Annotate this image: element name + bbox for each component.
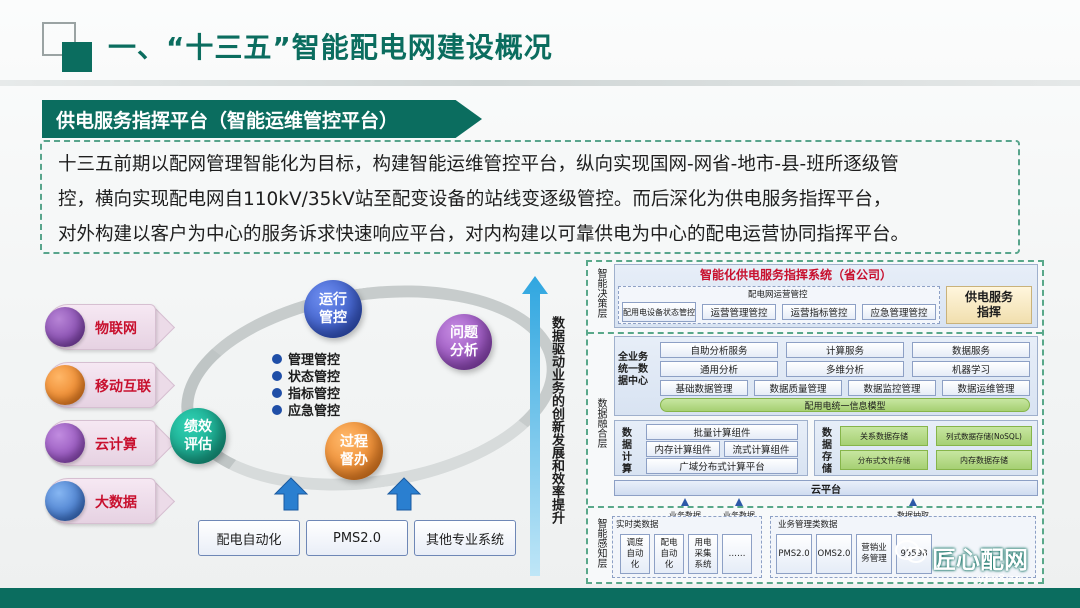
up-arrow-icon <box>386 477 422 511</box>
ops-item: 运营指标管控 <box>782 304 856 320</box>
system-box-other: 其他专业系统 <box>414 520 516 556</box>
intro-line-1: 十三五前期以配网管理智能化为目标，构建智能运维管控平台，纵向实现国网-网省-地市… <box>58 154 899 175</box>
cycle-ring <box>167 262 573 514</box>
ops-item: 运营管理管控 <box>702 304 776 320</box>
compute-cell: 批量计算组件 <box>646 424 798 440</box>
section-banner <box>42 100 482 138</box>
circle-problem: 问题 分析 <box>436 314 492 370</box>
service-cell: 计算服务 <box>786 342 904 358</box>
cloud-platform-bar: 云平台 <box>614 480 1038 496</box>
realtime-item: 用电采集系统 <box>688 534 718 574</box>
layer-separator <box>588 506 1042 508</box>
bullet-dot-icon <box>272 387 282 398</box>
compute-cell: 广域分布式计算平台 <box>646 458 798 474</box>
storage-cell: 分布式文件存储 <box>840 450 928 470</box>
section-banner-title: 供电服务指挥平台（智能运维管控平台） <box>56 110 399 132</box>
compute-cell: 内存计算组件 <box>646 441 720 457</box>
ops-group-label: 配电网运营管控 <box>748 290 808 300</box>
header-block-decoration <box>62 42 92 72</box>
storage-cell: 关系数据存储 <box>840 426 928 446</box>
management-cell: 数据质量管理 <box>754 380 842 396</box>
realtime-item: 调度自动化 <box>620 534 650 574</box>
command-box: 供电服务 指挥 <box>946 286 1032 324</box>
flow-tag: 业务数据 <box>666 498 704 522</box>
business-data-title: 业务管理类数据 <box>778 520 838 530</box>
circle-process: 过程 督办 <box>325 422 383 480</box>
management-cell: 数据监控管理 <box>848 380 936 396</box>
service-cell: 数据服务 <box>912 342 1030 358</box>
flow-tag: 业务数据 <box>720 498 758 522</box>
up-arrow-icon <box>273 477 309 511</box>
iot-ball-icon <box>45 307 85 347</box>
header-frame-decoration <box>42 22 76 56</box>
decision-system-title: 智能化供电服务指挥系统（省公司） <box>700 268 893 282</box>
analysis-cell: 机器学习 <box>912 361 1030 377</box>
layer-label-perception: 智能感知层 <box>595 518 606 568</box>
compute-label: 数据计算 <box>622 428 632 475</box>
storage-label: 数据存储 <box>822 428 832 475</box>
info-model-bar: 配用电统一信息模型 <box>660 398 1030 412</box>
side-item-label: 云计算 <box>95 437 137 453</box>
ops-item: 配用电设备状态管控 <box>622 302 696 322</box>
watermark-brand: 匠心配网 <box>932 546 1028 574</box>
page-title: 一、“十三五”智能配电网建设概况 <box>108 31 553 64</box>
mobile-ball-icon <box>45 365 85 405</box>
ops-item: 应急管理管控 <box>862 304 936 320</box>
bullet-item: 管理管控 <box>272 350 340 368</box>
circle-performance: 绩效 评估 <box>170 408 226 464</box>
wechat-logo-icon <box>895 540 926 563</box>
realtime-item: 配电自动化 <box>654 534 684 574</box>
side-item-iot: 物联网 <box>45 304 156 350</box>
compute-cell: 流式计算组件 <box>724 441 798 457</box>
side-item-mobile: 移动互联 <box>45 362 156 408</box>
storage-cell: 内存数据存储 <box>936 450 1032 470</box>
layer-separator <box>588 332 1042 334</box>
intro-line-3: 对外构建以客户为中心的服务诉求快速响应平台，对内构建以可靠供电为中心的配电运营协… <box>58 224 910 245</box>
side-item-cloud: 云计算 <box>45 420 156 466</box>
management-cell: 基础数据管理 <box>660 380 748 396</box>
analysis-cell: 通用分析 <box>660 361 778 377</box>
side-item-label: 移动互联 <box>95 379 151 395</box>
bullet-dot-icon <box>272 353 282 364</box>
business-item: PMS2.0 <box>776 534 812 574</box>
circle-operation: 运行 管控 <box>304 280 362 338</box>
intro-line-2: 控，横向实现配电网自110kV/35kV站至配变设备的站线变逐级管控。而后深化为… <box>58 189 892 210</box>
flow-tag: 数据抽取 <box>894 498 932 522</box>
cloud-ball-icon <box>45 423 85 463</box>
footer-bar <box>0 588 1080 608</box>
watermark-url: ybx8.cn <box>978 572 1022 585</box>
vertical-up-arrow-icon <box>522 276 548 576</box>
data-center-label: 全业务统一数据中心 <box>618 352 648 387</box>
system-box-distribution-automation: 配电自动化 <box>198 520 300 556</box>
realtime-item: …… <box>722 534 752 574</box>
business-item: 营销业务管理 <box>856 534 892 574</box>
bullet-dot-icon <box>272 370 282 381</box>
vertical-caption: 数据驱动业务的创新发展和效率提升 <box>549 316 564 524</box>
bullet-item: 指标管控 <box>272 384 340 402</box>
intro-textbox: 十三五前期以配网管理智能化为目标，构建智能运维管控平台，纵向实现国网-网省-地市… <box>40 140 1020 254</box>
bullet-list: 管理管控 状态管控 指标管控 应急管控 <box>272 350 340 419</box>
header-divider <box>0 80 1080 86</box>
side-item-label: 大数据 <box>95 495 137 511</box>
bigdata-ball-icon <box>45 481 85 521</box>
realtime-data-title: 实时类数据 <box>616 520 659 530</box>
layer-label-fusion: 数据融合层 <box>595 398 606 448</box>
storage-cell: 列式数据存储(NoSQL) <box>936 426 1032 446</box>
management-cell: 数据运维管理 <box>942 380 1030 396</box>
layer-label-decision: 智能决策层 <box>595 268 606 318</box>
analysis-cell: 多维分析 <box>786 361 904 377</box>
service-cell: 自助分析服务 <box>660 342 778 358</box>
bullet-dot-icon <box>272 404 282 415</box>
side-item-label: 物联网 <box>95 321 137 337</box>
system-box-pms: PMS2.0 <box>306 520 408 556</box>
bullet-item: 状态管控 <box>272 367 340 385</box>
business-item: OMS2.0 <box>816 534 852 574</box>
side-item-bigdata: 大数据 <box>45 478 156 524</box>
bullet-item: 应急管控 <box>272 401 340 419</box>
